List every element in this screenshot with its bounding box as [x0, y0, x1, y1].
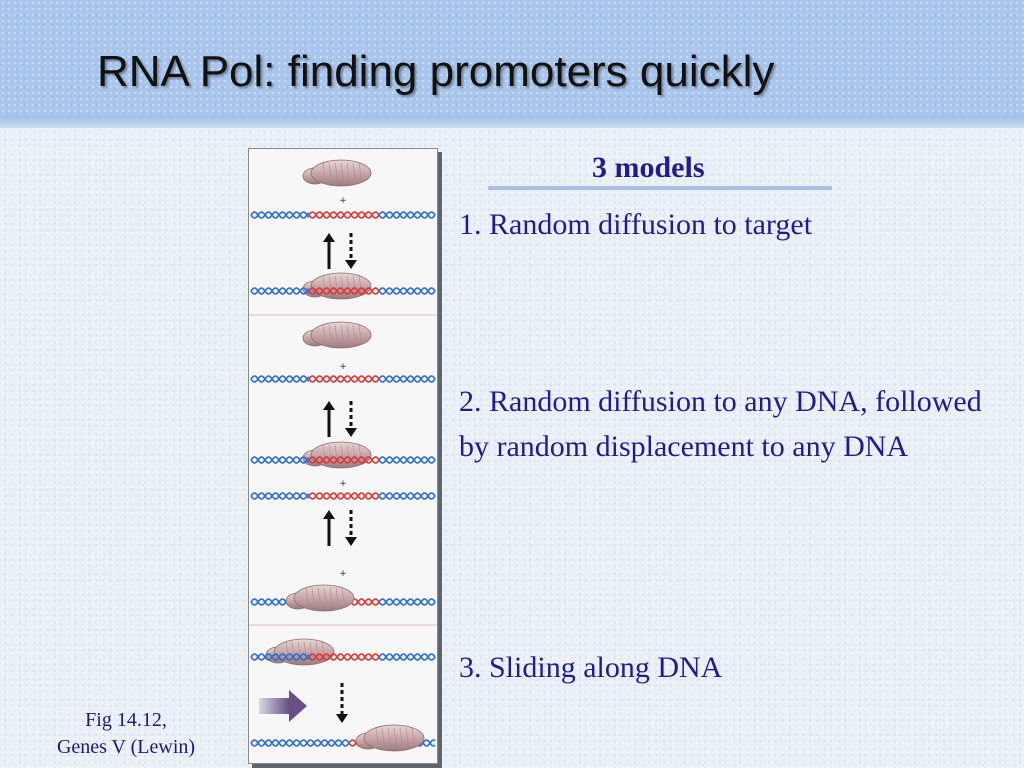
plus-sign: +: [339, 362, 347, 372]
dna-strand: [250, 375, 310, 383]
model-2-text: 2. Random diffusion to any DNA, followed…: [459, 385, 982, 463]
dna-strand: [308, 375, 380, 383]
slide-arrow-icon: [289, 690, 307, 722]
heading-divider: [488, 186, 832, 190]
dna-strand: [308, 287, 380, 295]
polymerase-texture: [328, 162, 333, 184]
polymerase-texture: [322, 162, 327, 184]
polymerase-texture: [387, 727, 392, 749]
polymerase-texture: [346, 162, 351, 184]
caption-line-1: Fig 14.12,: [85, 709, 167, 731]
polymerase-texture: [317, 587, 322, 609]
polymerase-texture: [341, 587, 346, 609]
arrow-down-head: [345, 428, 357, 437]
figure-caption: Fig 14.12, Genes V (Lewin): [36, 707, 216, 761]
plus-sign: +: [339, 569, 347, 579]
polymerase-texture: [358, 275, 363, 297]
polymerase-texture: [335, 587, 340, 609]
models-heading: 3 models: [592, 151, 705, 184]
arrow-down-head: [345, 537, 357, 546]
polymerase-texture: [322, 275, 327, 297]
polymerase-texture: [322, 324, 327, 346]
plus-sign: +: [339, 196, 347, 206]
dna-strand: [308, 653, 380, 661]
dna-strand: [250, 653, 310, 661]
polymerase-texture: [399, 727, 404, 749]
dna-strand: [250, 211, 310, 219]
polymerase-texture: [323, 587, 328, 609]
polymerase-texture: [334, 162, 339, 184]
model-3-text: 3. Sliding along DNA: [459, 651, 723, 684]
dna-strand: [308, 456, 380, 464]
dna-strand: [250, 492, 310, 500]
polymerase-texture: [315, 641, 320, 663]
polymerase-texture: [346, 324, 351, 346]
rna-polymerase: [363, 724, 425, 752]
rna-polymerase: [310, 159, 372, 187]
polymerase-texture: [352, 275, 357, 297]
caption-line-2: Genes V (Lewin): [56, 736, 196, 758]
dna-strand: [250, 375, 310, 383]
dna-strand: [308, 492, 380, 500]
polymerase-texture: [352, 444, 357, 466]
dna-strand: [378, 375, 436, 383]
polymerase-texture: [411, 727, 416, 749]
polymerase-texture: [322, 444, 327, 466]
polymerase-texture: [381, 727, 386, 749]
dna-strand: [250, 492, 310, 500]
dna-strand: [378, 456, 436, 464]
dna-strand: [250, 456, 310, 464]
plus-sign: +: [339, 479, 347, 489]
dna-strand: [250, 739, 350, 747]
polymerase-texture: [311, 587, 316, 609]
dna-strand: [378, 287, 436, 295]
title-band: [0, 0, 1024, 128]
slide-arrow-body: [259, 698, 289, 714]
polymerase-texture: [352, 324, 357, 346]
arrow-down-head: [336, 714, 348, 723]
dna-strand: [250, 287, 310, 295]
dna-strand: [378, 211, 436, 219]
slide-title: RNA Pol: finding promoters quickly: [97, 47, 775, 96]
dna-strand: [378, 653, 436, 661]
polymerase-texture: [340, 162, 345, 184]
arrow-down-head: [345, 260, 357, 269]
dna-strand: [250, 456, 310, 464]
dna-strand: [378, 492, 436, 500]
figure-diagram: + + + +: [249, 159, 437, 752]
polymerase-texture: [309, 641, 314, 663]
arrow-up-head: [323, 401, 335, 410]
polymerase-texture: [305, 587, 310, 609]
polymerase-texture: [340, 324, 345, 346]
polymerase-texture: [358, 162, 363, 184]
rna-polymerase: [273, 638, 335, 666]
rna-polymerase: [293, 584, 355, 612]
polymerase-texture: [334, 324, 339, 346]
polymerase-texture: [358, 324, 363, 346]
polymerase-texture: [352, 162, 357, 184]
polymerase-texture: [329, 587, 334, 609]
polymerase-texture: [375, 727, 380, 749]
figure-panel: + + + +: [248, 148, 438, 764]
dna-strand: [250, 653, 310, 661]
dna-strand: [308, 211, 380, 219]
dna-strand: [250, 287, 310, 295]
rna-polymerase: [310, 321, 372, 349]
arrow-up-head: [323, 233, 335, 242]
polymerase-texture: [405, 727, 410, 749]
polymerase-texture: [285, 641, 290, 663]
arrow-up-head: [323, 510, 335, 519]
polymerase-texture: [393, 727, 398, 749]
model-1-text: 1. Random diffusion to target: [459, 208, 813, 241]
dna-strand: [250, 211, 310, 219]
polymerase-texture: [328, 324, 333, 346]
dna-strand: [378, 598, 436, 606]
polymerase-texture: [358, 444, 363, 466]
